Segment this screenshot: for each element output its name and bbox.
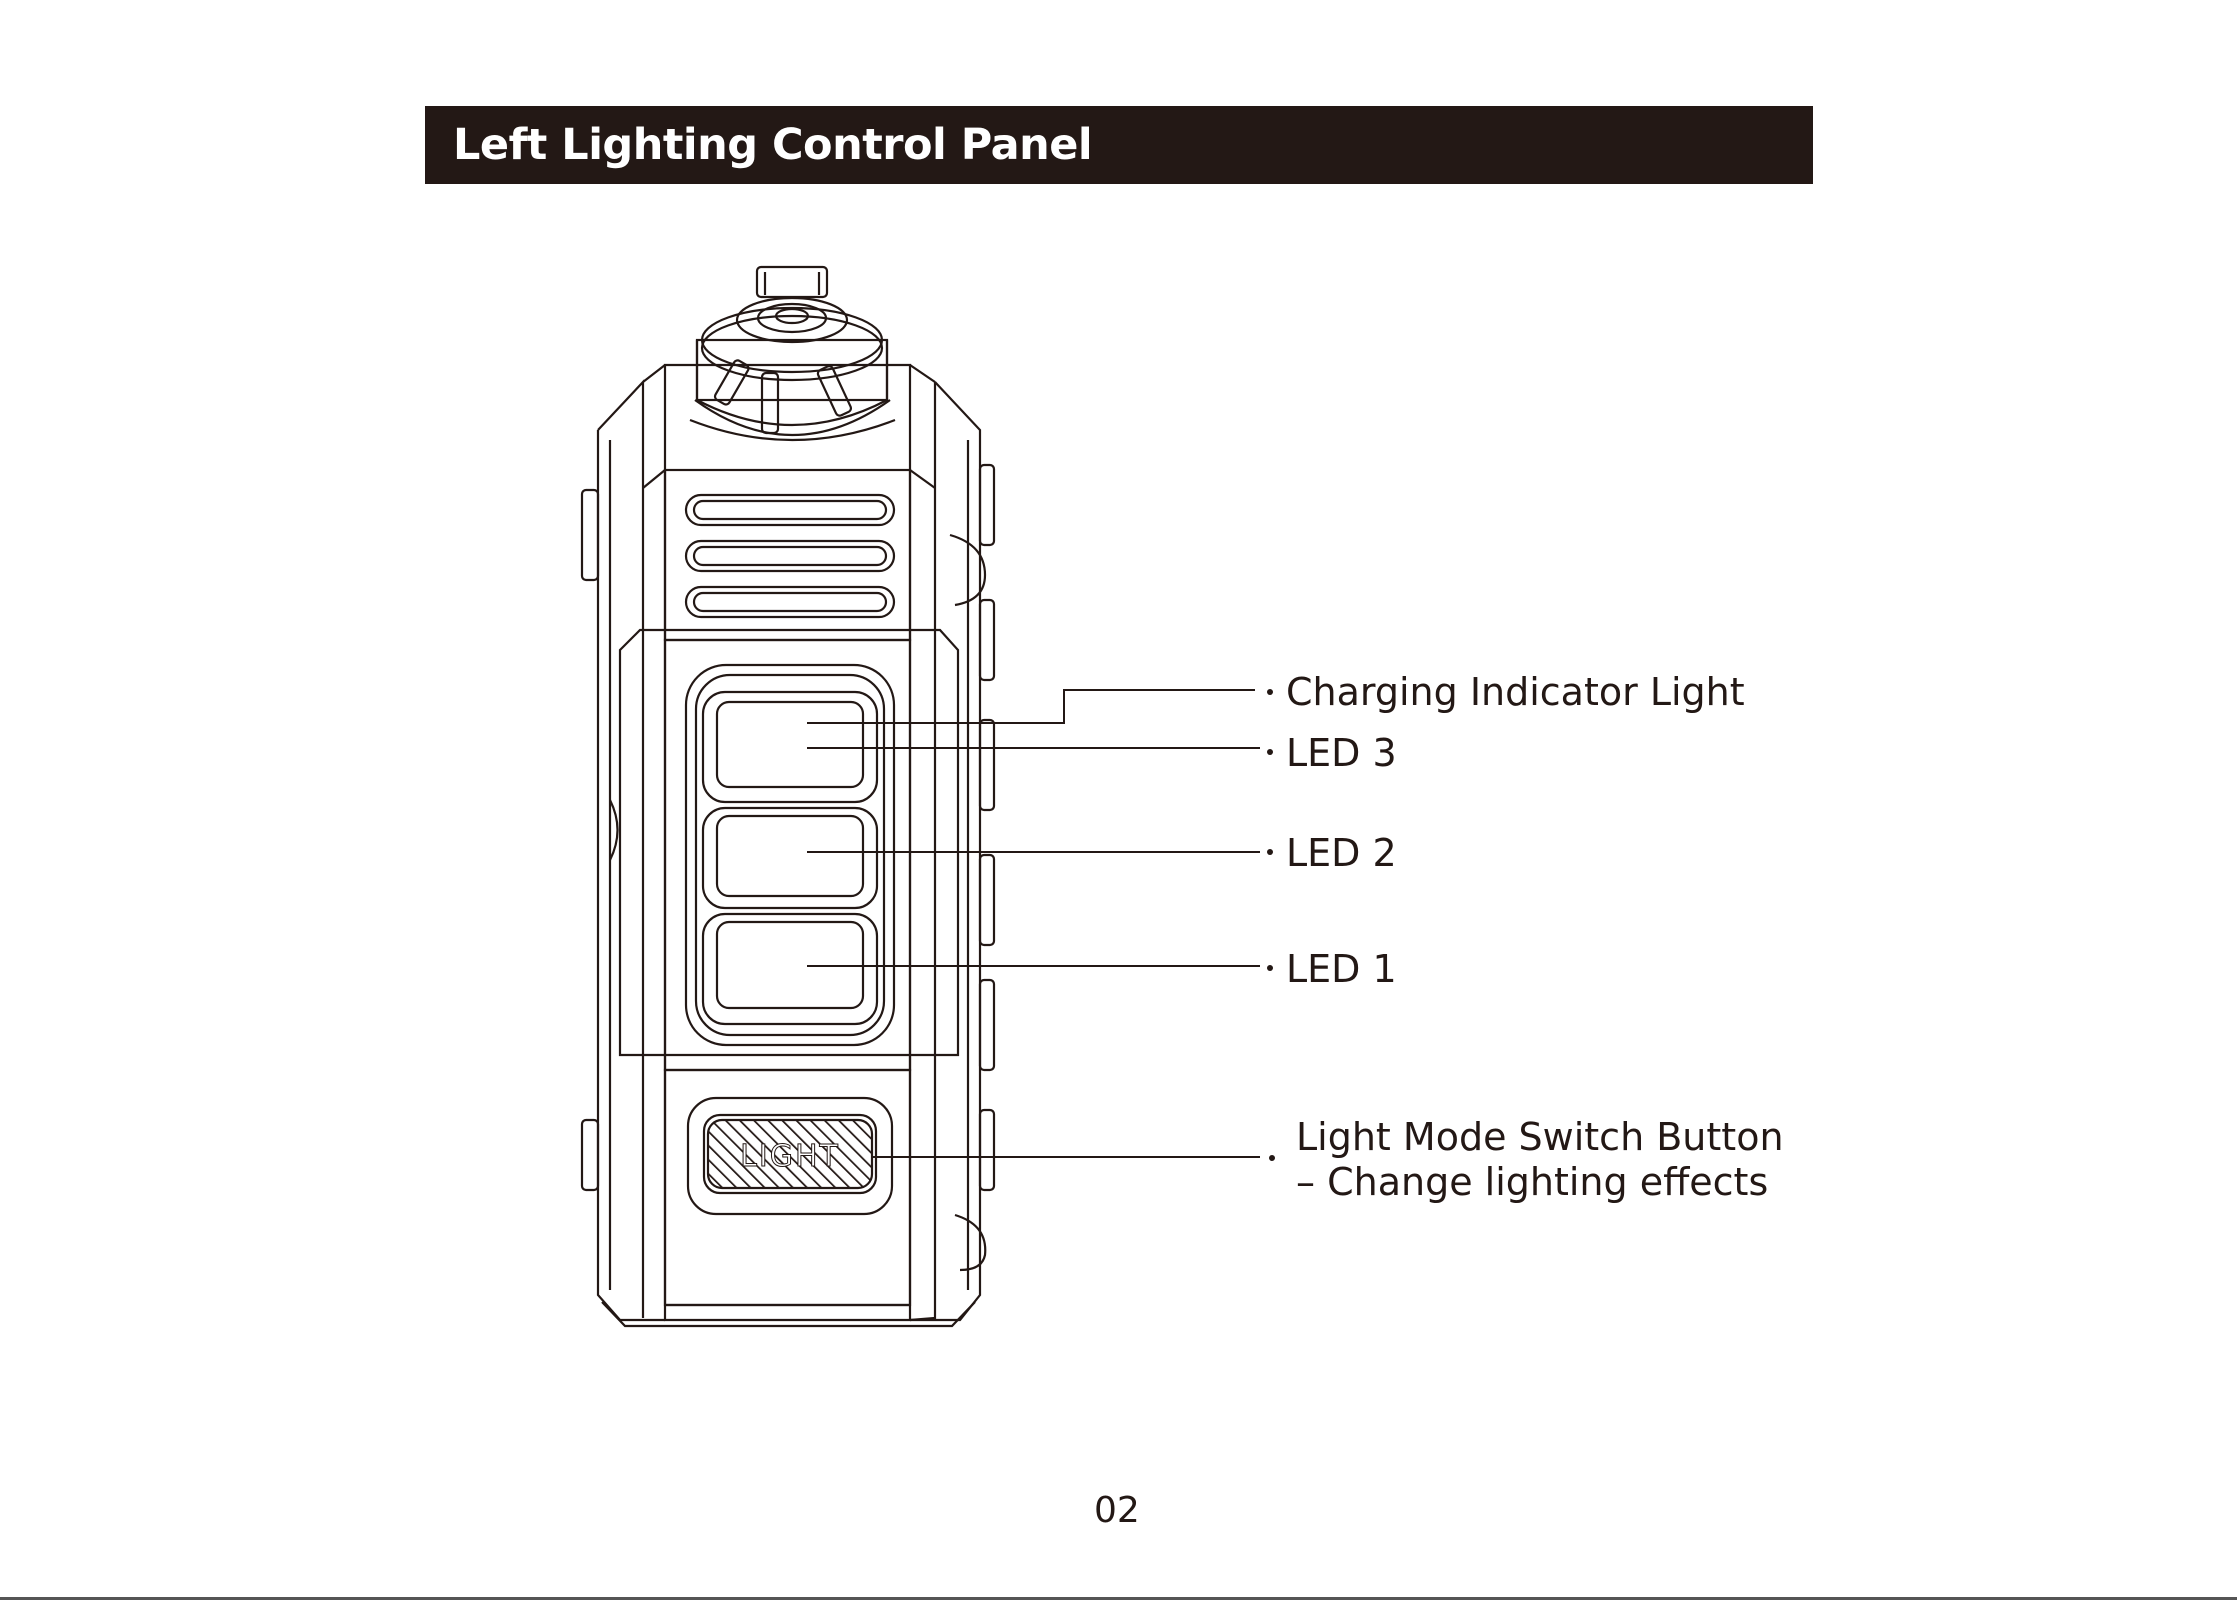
callout-led-2: LED 2	[1286, 830, 1397, 876]
callout-led-1: LED 1	[1286, 946, 1397, 992]
callout-mode-button: Light Mode Switch Button	[1296, 1114, 1784, 1160]
callout-mode-button-desc: – Change lighting effects	[1296, 1159, 1768, 1205]
vent-panel	[643, 470, 935, 640]
bottom-rule	[0, 1597, 2237, 1600]
callout-charging-indicator: Charging Indicator Light	[1286, 669, 1745, 715]
light-button-engraving: LIGHT	[740, 1139, 840, 1174]
led-panel	[620, 630, 958, 1070]
callout-led-3: LED 3	[1286, 730, 1397, 776]
leader-lines	[807, 690, 1260, 1157]
page-number: 02	[1094, 1490, 1140, 1531]
leader-dots	[1267, 689, 1275, 1161]
top-knob	[690, 267, 895, 440]
